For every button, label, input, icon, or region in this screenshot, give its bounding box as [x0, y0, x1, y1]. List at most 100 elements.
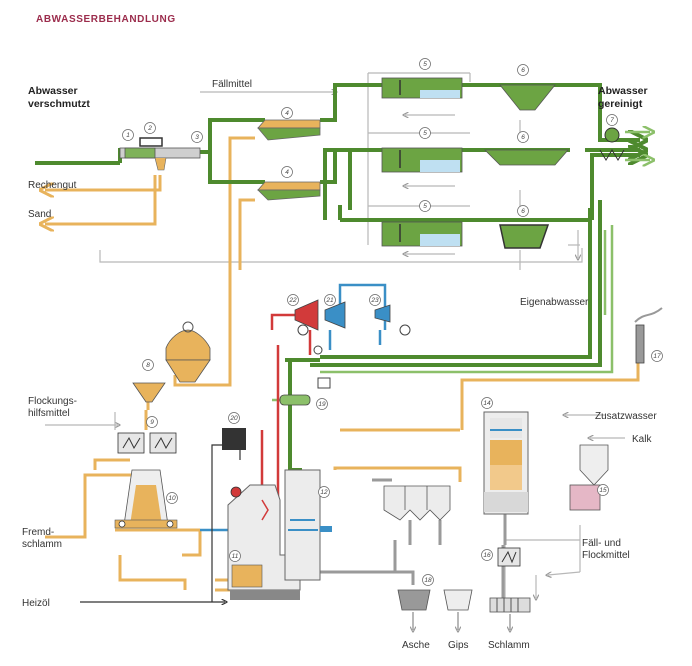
grey-lines — [45, 72, 625, 612]
label-abwasser-gereinigt-1: Abwasser — [598, 85, 648, 97]
label-flockungs-1: Flockungs- — [28, 396, 77, 407]
number-marker-circle — [229, 550, 241, 562]
thickener-8 — [165, 321, 211, 383]
label-gips: Gips — [448, 640, 469, 651]
sludge-lines — [45, 136, 640, 592]
number-marker: 4 — [285, 169, 289, 176]
number-marker-circle — [419, 127, 431, 139]
number-marker-circle — [281, 107, 293, 119]
number-marker: 6 — [521, 134, 525, 141]
label-heizoel: Heizöl — [22, 598, 50, 609]
number-marker-circle — [228, 412, 240, 424]
number-marker: 8 — [146, 362, 150, 369]
number-marker: 6 — [521, 67, 525, 74]
number-marker-circle — [122, 129, 134, 141]
number-marker-circle — [651, 350, 663, 362]
number-marker-circle — [316, 398, 328, 410]
label-fall-flock-1: Fäll- und — [582, 538, 621, 549]
aeration-tank-3 — [381, 221, 463, 247]
number-marker: 22 — [288, 297, 297, 304]
number-marker-circle — [324, 294, 336, 306]
number-marker-circle — [146, 416, 158, 428]
filter-press — [489, 597, 531, 613]
number-marker-circle — [142, 359, 154, 371]
screen-unit — [119, 137, 201, 171]
ash-lines — [315, 478, 507, 600]
number-marker: 6 — [521, 208, 525, 215]
box-20 — [222, 428, 246, 450]
label-fremd-1: Fremd- — [22, 527, 54, 538]
output-arrows — [413, 612, 510, 630]
label-sand: Sand — [28, 209, 51, 220]
mixer-16 — [497, 547, 521, 567]
number-marker: 21 — [325, 297, 334, 304]
boiler-12 — [284, 469, 332, 581]
number-marker-circle — [144, 122, 156, 134]
stack-17 — [634, 307, 663, 364]
number-marker-circle — [597, 484, 609, 496]
mixers-9 — [117, 432, 177, 454]
aeration-tank-1 — [381, 77, 463, 99]
number-marker-circle — [281, 166, 293, 178]
number-marker: 17 — [653, 353, 661, 360]
label-abwasser-verschmutzt-1: Abwasser — [28, 85, 78, 97]
number-marker: 1 — [126, 132, 130, 139]
number-marker-circle — [419, 200, 431, 212]
dryer-10 — [114, 469, 178, 529]
number-marker: 23 — [370, 297, 379, 304]
clarifier-1 — [499, 84, 556, 111]
label-faellmittel: Fällmittel — [212, 79, 252, 90]
number-marker-circle — [166, 492, 178, 504]
number-marker-circle — [318, 486, 330, 498]
label-asche: Asche — [402, 640, 430, 651]
label-flockungs-2: hilfsmittel — [28, 408, 70, 419]
number-marker-circle — [422, 574, 434, 586]
gips-bin — [443, 589, 473, 611]
number-marker-circle — [191, 131, 203, 143]
number-marker-circle — [481, 549, 493, 561]
number-marker: 16 — [483, 552, 491, 559]
ash-silos — [383, 485, 451, 521]
number-marker: 5 — [423, 61, 427, 68]
lime-silo — [569, 444, 609, 511]
label-rechengut: Rechengut — [28, 180, 77, 191]
number-marker: 10 — [168, 495, 176, 502]
number-marker-circle — [517, 131, 529, 143]
number-marker: 19 — [318, 401, 326, 408]
number-marker-circle — [481, 397, 493, 409]
label-zusatzwasser: Zusatzwasser — [595, 411, 657, 422]
pump-7 — [599, 127, 625, 161]
tank-4-middle — [257, 181, 321, 201]
number-marker: 2 — [147, 125, 152, 132]
number-marker-circle — [419, 58, 431, 70]
label-schlamm: Schlamm — [488, 640, 530, 651]
number-marker: 9 — [150, 419, 154, 426]
ash-bin-18 — [397, 589, 431, 611]
number-marker: 5 — [423, 203, 427, 210]
number-marker: 4 — [285, 110, 289, 117]
incinerator-11 — [227, 484, 301, 600]
number-marker: 11 — [232, 553, 239, 560]
label-abwasser-gereinigt-2: gereinigt — [598, 98, 643, 110]
number-marker: 12 — [320, 489, 328, 496]
number-marker: 5 — [423, 130, 427, 137]
number-marker-circle — [517, 64, 529, 76]
number-marker: 20 — [229, 415, 238, 422]
heat-exchanger-19 — [279, 377, 331, 406]
number-marker: 18 — [424, 577, 432, 584]
aeration-tank-2 — [381, 147, 463, 173]
number-marker-circle — [369, 294, 381, 306]
number-marker: 3 — [195, 134, 199, 141]
hopper-9 — [132, 382, 166, 403]
label-fall-flock-2: Flockmittel — [582, 550, 630, 561]
scrubber-14 — [483, 411, 529, 515]
clarifier-2 — [484, 149, 569, 166]
diagram-title: ABWASSERBEHANDLUNG — [36, 14, 176, 25]
number-marker: 14 — [483, 400, 491, 407]
label-fremd-2: schlamm — [22, 539, 62, 550]
number-marker-circle — [287, 294, 299, 306]
label-kalk: Kalk — [632, 434, 652, 445]
